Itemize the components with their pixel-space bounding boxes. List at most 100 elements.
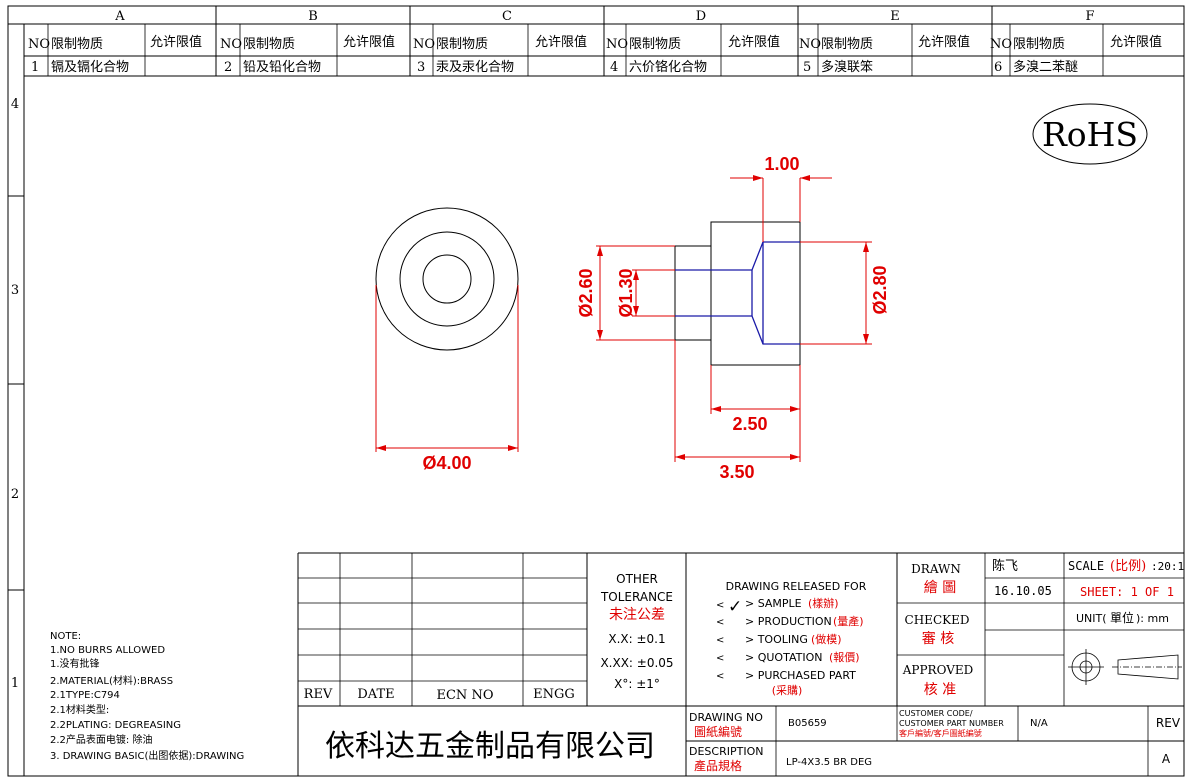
zone-label-e: E (890, 9, 900, 24)
drawing-no-label: DRAWING NO (689, 711, 763, 724)
zone-label-4: 4 (11, 97, 19, 112)
substance-no: 1 (31, 60, 39, 75)
approved-label-cn: 核 准 (924, 682, 956, 698)
substance-name: 汞及汞化合物 (436, 60, 514, 75)
customer-code-label: CUSTOMER PART NUMBER (899, 719, 1004, 728)
scale-value: :20:1 (1151, 560, 1184, 573)
engg-header: ENGG (533, 687, 575, 702)
projection-symbol-icon (1068, 649, 1182, 685)
drawn-label: DRAWN (911, 562, 961, 576)
note-line: 3. DRAWING BASIC(出图依据):DRAWING (50, 749, 244, 762)
approved-label: APPROVED (902, 663, 974, 677)
description-value: LP-4X3.5 BR DEG (786, 757, 872, 768)
tolerance-deg: X°: ±1° (614, 677, 660, 691)
unit-label: UNIT( (1076, 612, 1107, 625)
sheet-info: SHEET: 1 OF 1 (1080, 585, 1174, 599)
check-icon: ✓ (728, 597, 742, 617)
dim-outer-dia: Ø4.00 (422, 453, 471, 473)
note-line: 2.2产品表面电镀: 除油 (50, 733, 152, 746)
header-no: NO (990, 37, 1012, 52)
note-line: 2.1材料类型: (50, 703, 109, 716)
header-no: NO (220, 37, 242, 52)
customer-code-label-cn: 客戶編號/客戶圖紙編號 (899, 728, 982, 738)
description-label-cn: 產品規格 (694, 758, 742, 773)
header-limit: 允许限值 (535, 34, 587, 50)
release-bullet: < (716, 653, 724, 664)
customer-code-value: N/A (1030, 718, 1048, 729)
side-view (674, 221, 801, 366)
customer-code-label: CUSTOMER CODE/ (899, 709, 973, 718)
tolerance-title: TOLERANCE (600, 590, 673, 604)
release-bullet: < (716, 671, 724, 682)
checked-label: CHECKED (905, 613, 970, 627)
zone-label-a: A (114, 9, 125, 24)
company-name: 依科达五金制品有限公司 (325, 729, 655, 764)
release-title: DRAWING RELEASED FOR (726, 580, 867, 593)
note-line: 1.NO BURRS ALLOWED (50, 645, 165, 656)
inner-circle (422, 254, 472, 304)
unit-label-cn: 單位 (1110, 610, 1134, 625)
release-quotation: > QUOTATION (745, 651, 822, 664)
release-purchased-cn: (采購) (772, 683, 803, 697)
drawn-by: 陈飞 (992, 558, 1018, 574)
substance-no: 3 (417, 60, 425, 75)
zone-label-c: C (502, 9, 512, 24)
dim-len-350: 3.50 (719, 462, 754, 482)
description-label: DESCRIPTION (689, 745, 763, 758)
notes-block: NOTE: 1.NO BURRS ALLOWED 1.没有批锋 2.MATERI… (50, 631, 244, 762)
header-limit: 允许限值 (918, 34, 970, 50)
substance-name: 六价铬化合物 (629, 59, 707, 75)
scale-label-cn: (比例) (1110, 559, 1146, 574)
zone-label-1: 1 (11, 676, 19, 691)
substance-table (24, 24, 1184, 77)
release-quotation-cn: (報價) (829, 650, 860, 664)
release-sample-cn: (樣辦) (808, 596, 839, 610)
dim-len-100: 1.00 (764, 154, 799, 174)
drawing-no: B05659 (788, 718, 827, 729)
substance-no: 5 (803, 60, 811, 75)
header-no: NO (28, 37, 50, 52)
unit-value: ): mm (1136, 612, 1169, 625)
front-view (375, 207, 519, 351)
notes-title: NOTE: (50, 631, 81, 642)
checked-label-cn: 審 核 (922, 631, 954, 647)
note-line: 2.2PLATING: DEGREASING (50, 720, 181, 731)
dim-len-250: 2.50 (732, 414, 767, 434)
header-substance: 限制物质 (436, 37, 488, 52)
note-line: 2.1TYPE:C794 (50, 690, 120, 701)
sheet-border (7, 5, 1185, 777)
header-limit: 允许限值 (1110, 34, 1162, 50)
release-tooling: > TOOLING (745, 633, 808, 646)
release-purchased: > PURCHASED PART (745, 669, 856, 682)
drawing-no-label-cn: 圖紙編號 (694, 724, 742, 739)
drawn-date: 16.10.05 (994, 584, 1052, 598)
drawn-label-cn: 繪 圖 (924, 579, 956, 596)
substance-no: 6 (994, 60, 1002, 75)
note-line: 1.没有批锋 (50, 657, 100, 670)
header-substance: 限制物质 (243, 37, 295, 52)
substance-no: 4 (610, 60, 618, 75)
zone-label-2: 2 (11, 487, 19, 502)
note-line: 2.MATERIAL(材料):BRASS (50, 674, 173, 687)
zone-label-d: D (696, 9, 706, 24)
release-production-cn: (量產) (833, 614, 864, 628)
zone-label-f: F (1085, 9, 1094, 24)
dim-d280: Ø2.80 (870, 265, 890, 314)
ecn-header: ECN NO (437, 688, 494, 703)
rohs-ellipse (1032, 103, 1148, 165)
header-substance: 限制物质 (821, 37, 873, 52)
dim-d130: Ø1.30 (616, 268, 636, 317)
substance-name: 多溴联笨 (821, 59, 873, 75)
tolerance-title-cn: 未注公差 (609, 607, 665, 623)
tolerance-xxx: X.XX: ±0.05 (600, 656, 673, 670)
header-substance: 限制物质 (1013, 37, 1065, 52)
release-tooling-cn: (做模) (811, 632, 842, 646)
header-limit: 允许限值 (150, 34, 202, 50)
header-no: NO (606, 37, 628, 52)
header-substance: 限制物质 (629, 37, 681, 52)
header-limit: 允许限值 (728, 34, 780, 50)
substance-no: 2 (224, 60, 232, 75)
release-bullet: < (716, 635, 724, 646)
tolerance-title: OTHER (616, 572, 658, 586)
zone-label-3: 3 (11, 283, 19, 298)
